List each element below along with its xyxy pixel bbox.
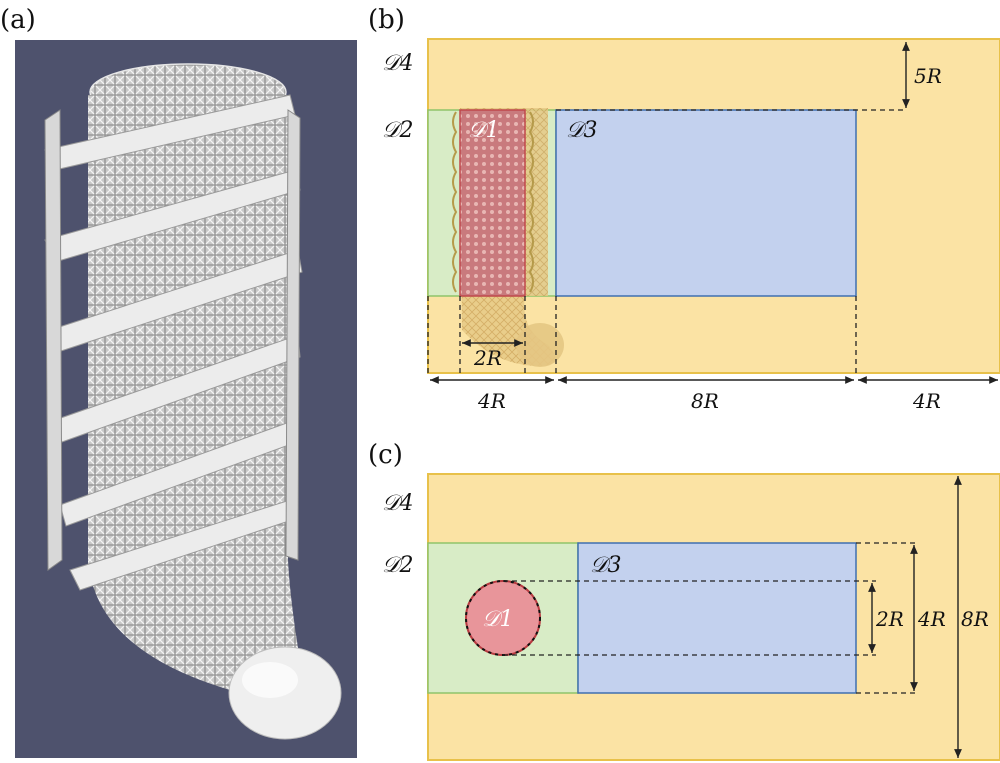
panel-b-label: (b) [368,5,405,35]
panel-c-dim-inner: 4R [917,607,946,631]
panel-c-label-d4: 𝒟4 [382,491,414,516]
panel-b-dim-top: 5R [914,64,942,88]
panel-b-domain-3 [555,109,857,297]
panel-c-label-d2: 𝒟2 [382,553,414,578]
panel-b-dim-diameter: 2R [473,346,502,370]
panel-b-label-d3: 𝒟3 [566,118,598,143]
panel-b-dim-right: 4R [912,389,941,413]
panel-c-domain-3 [577,542,857,694]
panel-b-label-d2: 𝒟2 [382,118,414,143]
panel-c: (c) 𝒟4 𝒟2 𝒟1 𝒟3 2R 4R 8R [368,440,1000,761]
panel-b-dim-left: 4R [477,389,506,413]
panel-c-label: (c) [368,440,403,470]
panel-b: (b) 𝒟4 𝒟2 𝒟1 𝒟3 5R 2R [368,5,1000,413]
panel-a: (a) [0,5,357,758]
panel-a-label: (a) [0,5,36,35]
panel-b-domain-1 [459,109,526,297]
panel-b-dim-middle: 8R [691,389,719,413]
panel-c-dim-diameter: 2R [875,607,904,631]
panel-c-label-d3: 𝒟3 [590,553,622,578]
panel-b-label-d1: 𝒟1 [468,118,500,143]
helical-mesh-cylinder [44,63,342,740]
panel-b-label-d4: 𝒟4 [382,51,414,76]
panel-c-dim-outer: 8R [961,607,989,631]
panel-c-label-d1: 𝒟1 [482,607,514,632]
panel-b-swimmer [452,108,564,367]
